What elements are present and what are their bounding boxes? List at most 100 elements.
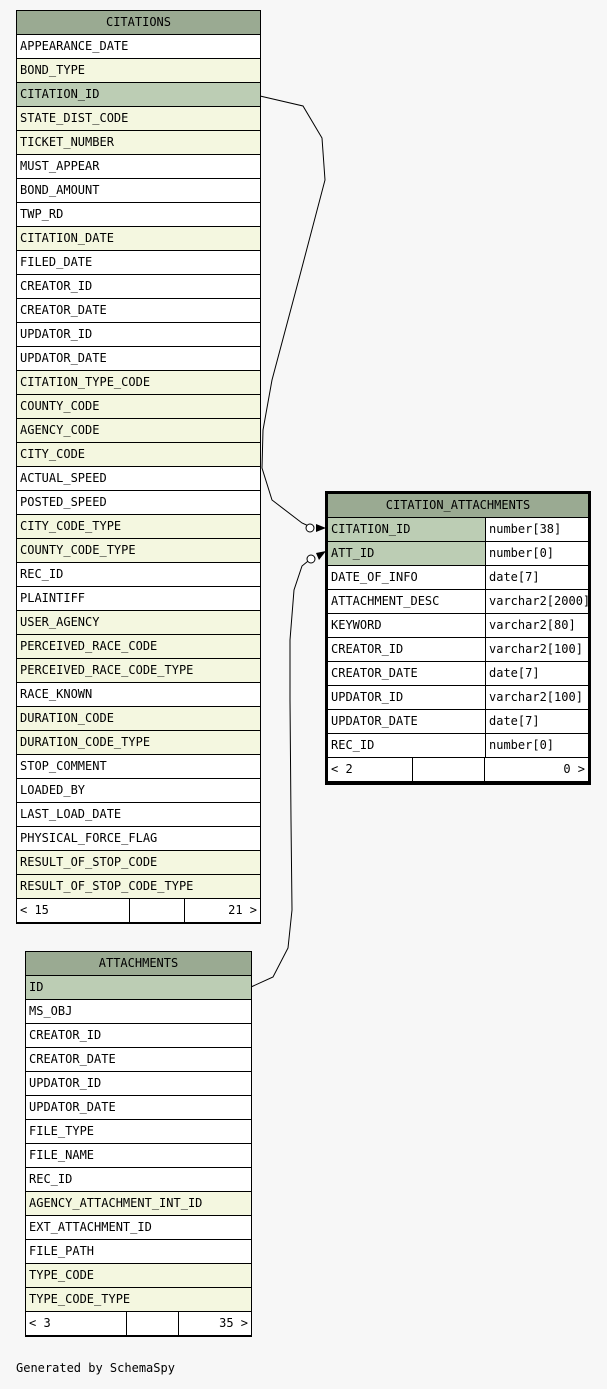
column-row[interactable]: UPDATOR_ID — [17, 323, 260, 347]
column-name[interactable]: PERCEIVED_RACE_CODE — [17, 635, 260, 658]
column-name[interactable]: CREATOR_ID — [26, 1024, 251, 1047]
column-name[interactable]: CREATOR_DATE — [26, 1048, 251, 1071]
column-name[interactable]: FILE_TYPE — [26, 1120, 251, 1143]
column-row[interactable]: PLAINTIFF — [17, 587, 260, 611]
column-name[interactable]: DURATION_CODE_TYPE — [17, 731, 260, 754]
column-row[interactable]: RESULT_OF_STOP_CODE — [17, 851, 260, 875]
column-name[interactable]: REC_ID — [17, 563, 260, 586]
column-name[interactable]: STATE_DIST_CODE — [17, 107, 260, 130]
column-row[interactable]: BOND_AMOUNT — [17, 179, 260, 203]
column-row[interactable]: AGENCY_ATTACHMENT_INT_ID — [26, 1192, 251, 1216]
column-name[interactable]: REC_ID — [26, 1168, 251, 1191]
column-name[interactable]: ATT_ID — [328, 542, 485, 565]
column-row[interactable]: FILED_DATE — [17, 251, 260, 275]
column-name[interactable]: TWP_RD — [17, 203, 260, 226]
column-name[interactable]: RESULT_OF_STOP_CODE_TYPE — [17, 875, 260, 898]
column-row[interactable]: TYPE_CODE_TYPE — [26, 1288, 251, 1312]
column-name[interactable]: COUNTY_CODE — [17, 395, 260, 418]
column-name[interactable]: CITY_CODE — [17, 443, 260, 466]
column-name[interactable]: CITATION_ID — [328, 518, 485, 541]
column-row[interactable]: CITY_CODE_TYPE — [17, 515, 260, 539]
table-title[interactable]: CITATIONS — [17, 11, 260, 35]
column-name[interactable]: PERCEIVED_RACE_CODE_TYPE — [17, 659, 260, 682]
column-name[interactable]: AGENCY_CODE — [17, 419, 260, 442]
column-name[interactable]: RESULT_OF_STOP_CODE — [17, 851, 260, 874]
column-row[interactable]: RACE_KNOWN — [17, 683, 260, 707]
column-row[interactable]: CREATOR_ID — [17, 275, 260, 299]
column-name[interactable]: CITATION_ID — [17, 83, 260, 106]
column-row[interactable]: TICKET_NUMBER — [17, 131, 260, 155]
column-name[interactable]: DATE_OF_INFO — [328, 566, 485, 589]
column-name[interactable]: APPEARANCE_DATE — [17, 35, 260, 58]
column-row[interactable]: UPDATOR_ID — [26, 1072, 251, 1096]
column-name[interactable]: TYPE_CODE_TYPE — [26, 1288, 251, 1311]
column-row[interactable]: TWP_RD — [17, 203, 260, 227]
column-row[interactable]: STATE_DIST_CODE — [17, 107, 260, 131]
column-row[interactable]: DURATION_CODE — [17, 707, 260, 731]
column-name[interactable]: UPDATOR_DATE — [26, 1096, 251, 1119]
column-row[interactable]: PERCEIVED_RACE_CODE_TYPE — [17, 659, 260, 683]
column-row[interactable]: LOADED_BY — [17, 779, 260, 803]
column-name[interactable]: RACE_KNOWN — [17, 683, 260, 706]
column-row[interactable]: CREATOR_ID — [26, 1024, 251, 1048]
column-name[interactable]: ID — [26, 976, 251, 999]
column-name[interactable]: DURATION_CODE — [17, 707, 260, 730]
column-row[interactable]: UPDATOR_DATE — [17, 347, 260, 371]
column-name[interactable]: BOND_TYPE — [17, 59, 260, 82]
column-row[interactable]: CREATOR_DATE — [26, 1048, 251, 1072]
column-row[interactable]: FILE_PATH — [26, 1240, 251, 1264]
column-row[interactable]: FILE_TYPE — [26, 1120, 251, 1144]
column-row[interactable]: REC_ID — [17, 563, 260, 587]
column-row[interactable]: RESULT_OF_STOP_CODE_TYPE — [17, 875, 260, 899]
column-row[interactable]: EXT_ATTACHMENT_ID — [26, 1216, 251, 1240]
column-row[interactable]: REC_ID — [26, 1168, 251, 1192]
column-name[interactable]: ATTACHMENT_DESC — [328, 590, 485, 613]
column-name[interactable]: TYPE_CODE — [26, 1264, 251, 1287]
column-name[interactable]: CITATION_TYPE_CODE — [17, 371, 260, 394]
column-row[interactable]: TYPE_CODE — [26, 1264, 251, 1288]
column-row[interactable]: AGENCY_CODE — [17, 419, 260, 443]
column-name[interactable]: ACTUAL_SPEED — [17, 467, 260, 490]
column-row[interactable]: CITATION_DATE — [17, 227, 260, 251]
column-row[interactable]: CITATION_ID — [17, 83, 260, 107]
column-row[interactable]: CITATION_TYPE_CODE — [17, 371, 260, 395]
column-name[interactable]: CREATOR_ID — [17, 275, 260, 298]
parent-count[interactable]: < 3 — [29, 1316, 51, 1330]
child-count[interactable]: 21 > — [184, 899, 260, 922]
parent-count[interactable]: < 15 — [20, 903, 49, 917]
column-row[interactable]: CREATOR_DATE — [17, 299, 260, 323]
column-row[interactable]: CITY_CODE — [17, 443, 260, 467]
column-name[interactable]: FILE_NAME — [26, 1144, 251, 1167]
column-name[interactable]: FILED_DATE — [17, 251, 260, 274]
column-name[interactable]: FILE_PATH — [26, 1240, 251, 1263]
column-row[interactable]: STOP_COMMENT — [17, 755, 260, 779]
column-row[interactable]: PERCEIVED_RACE_CODE — [17, 635, 260, 659]
column-row[interactable]: MS_OBJ — [26, 1000, 251, 1024]
column-row[interactable]: UPDATOR_DATE — [26, 1096, 251, 1120]
column-name[interactable]: PLAINTIFF — [17, 587, 260, 610]
column-name[interactable]: AGENCY_ATTACHMENT_INT_ID — [26, 1192, 251, 1215]
column-row[interactable]: COUNTY_CODE — [17, 395, 260, 419]
column-row[interactable]: COUNTY_CODE_TYPE — [17, 539, 260, 563]
column-name[interactable]: UPDATOR_ID — [328, 686, 485, 709]
column-row[interactable]: MUST_APPEAR — [17, 155, 260, 179]
column-name[interactable]: STOP_COMMENT — [17, 755, 260, 778]
column-name[interactable]: USER_AGENCY — [17, 611, 260, 634]
column-row[interactable]: BOND_TYPE — [17, 59, 260, 83]
column-name[interactable]: POSTED_SPEED — [17, 491, 260, 514]
column-name[interactable]: COUNTY_CODE_TYPE — [17, 539, 260, 562]
column-row[interactable]: ACTUAL_SPEED — [17, 467, 260, 491]
column-name[interactable]: LOADED_BY — [17, 779, 260, 802]
column-row[interactable]: USER_AGENCY — [17, 611, 260, 635]
column-name[interactable]: KEYWORD — [328, 614, 485, 637]
column-row[interactable]: ID — [26, 976, 251, 1000]
